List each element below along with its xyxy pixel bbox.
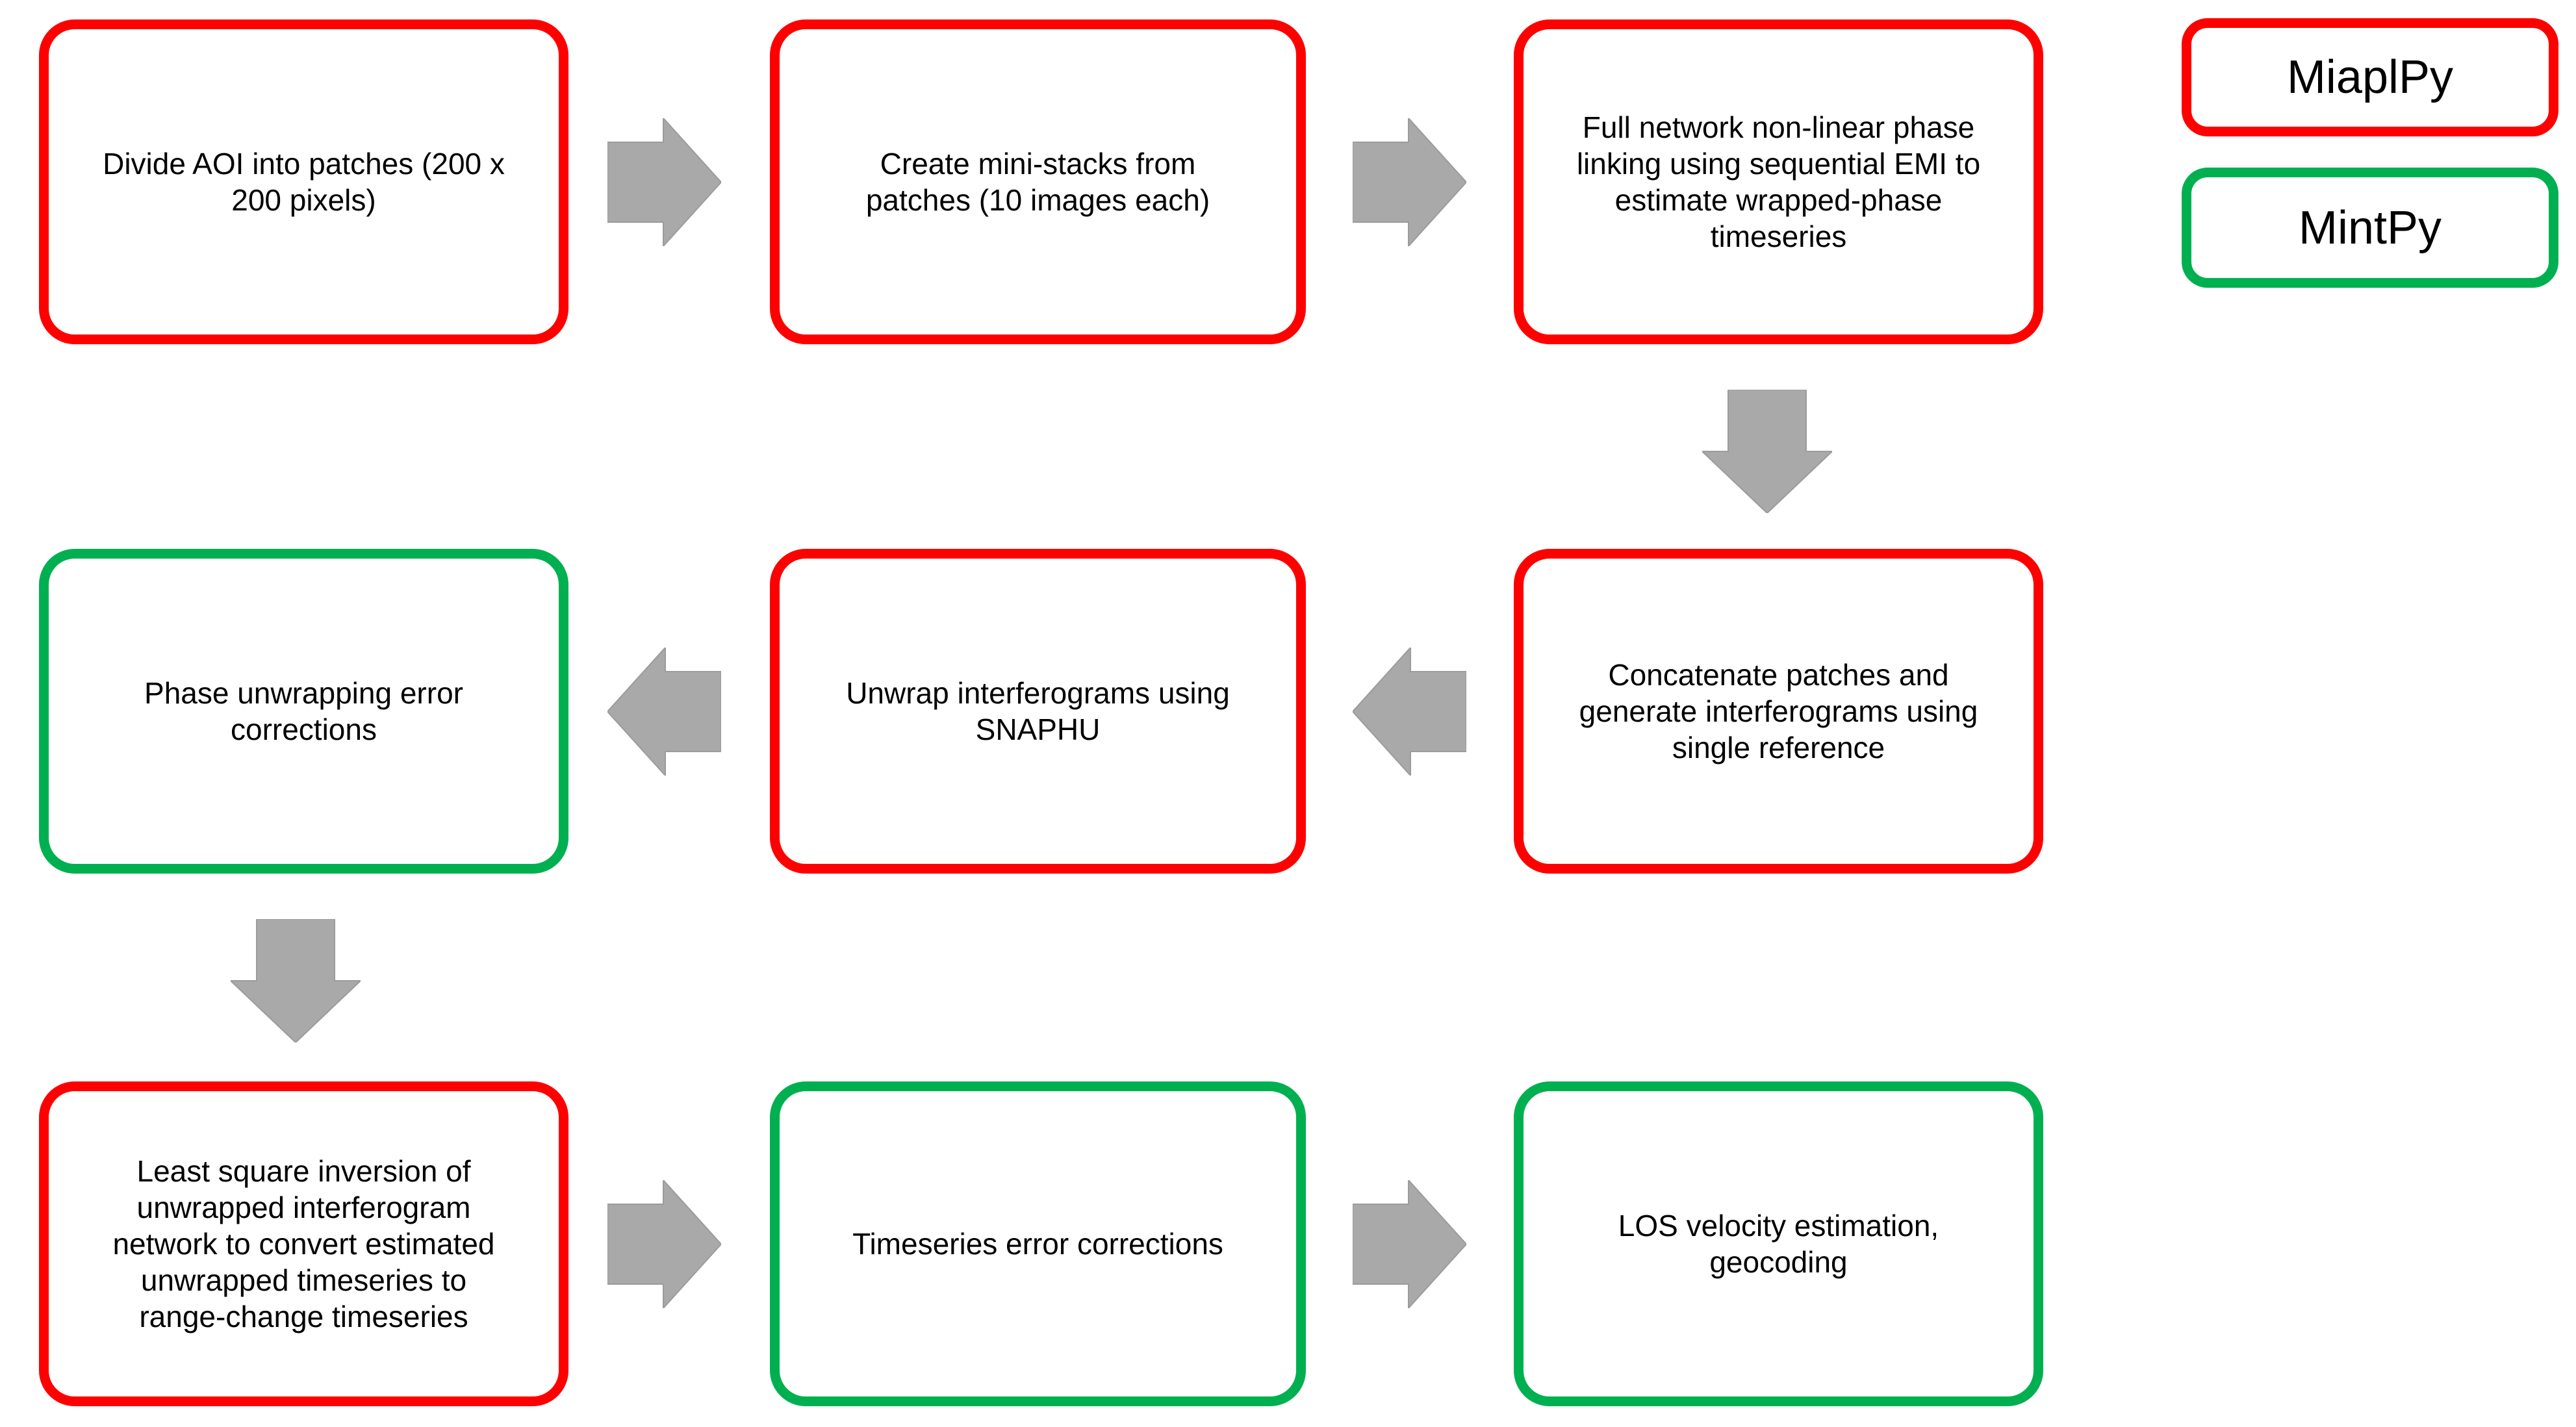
legend-mintpy: MintPy: [2182, 168, 2558, 288]
arrow-left-icon: [607, 648, 721, 776]
step-unwrap-snaphu: Unwrap interferograms using SNAPHU: [770, 549, 1306, 874]
arrow-right-icon: [1353, 118, 1466, 246]
arrow-right-icon: [1353, 1180, 1466, 1308]
arrow-left-icon: [1353, 648, 1466, 776]
step-concatenate-patches: Concatenate patches and generate interfe…: [1514, 549, 2043, 874]
legend-miaplpy: MiaplPy: [2182, 18, 2558, 136]
step-phase-linking: Full network non-linear phase linking us…: [1514, 19, 2043, 344]
step-timeseries-error-corrections: Timeseries error corrections: [770, 1081, 1306, 1406]
step-create-ministacks: Create mini-stacks from patches (10 imag…: [770, 19, 1306, 344]
legend-mintpy-label: MintPy: [2298, 201, 2442, 254]
step-least-square-inversion: Least square inversion of unwrapped inte…: [39, 1081, 568, 1406]
step-los-velocity-geocoding: LOS velocity estimation, geocoding: [1514, 1081, 2043, 1406]
legend-miaplpy-label: MiaplPy: [2286, 51, 2454, 103]
arrow-down-icon: [1702, 390, 1832, 513]
arrow-down-icon: [231, 919, 361, 1042]
step-phase-unwrapping-error-corrections: Phase unwrapping error corrections: [39, 549, 568, 874]
arrow-right-icon: [607, 118, 721, 246]
arrow-right-icon: [607, 1180, 721, 1308]
step-divide-aoi: Divide AOI into patches (200 x 200 pixel…: [39, 19, 568, 344]
